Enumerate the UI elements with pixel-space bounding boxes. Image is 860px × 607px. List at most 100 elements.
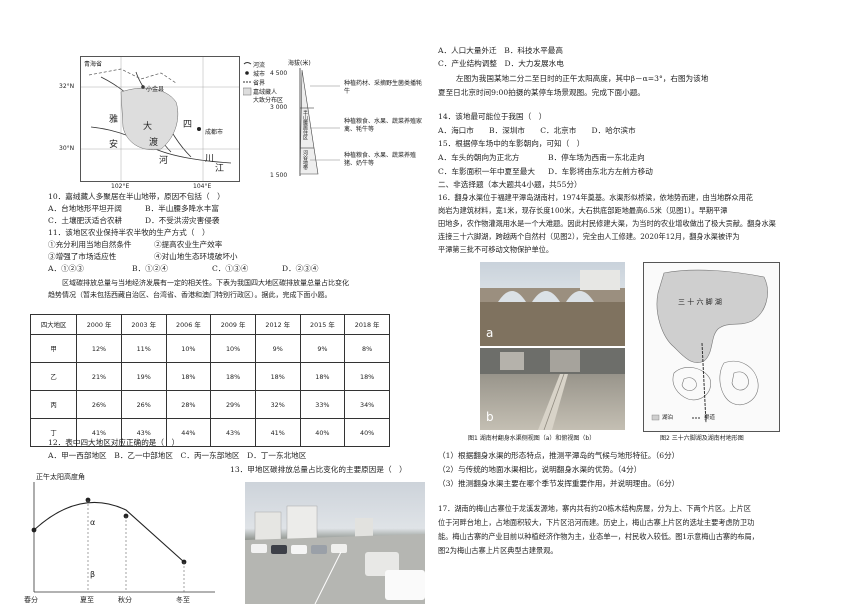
map-label: 江 <box>215 164 225 174</box>
q16-text-3: 田地多，农作物灌溉用水是一个大难题。因此村民修建大渠，为当时的农业增收做出了极大… <box>438 219 776 228</box>
map-label: 四 <box>183 120 193 130</box>
q17-text-2: 位于河畔台地上，占地面积较大，下片区沿河而建。历史上，梅山古寨上片区的选址主要考… <box>438 518 755 527</box>
legend-area-2: 大致分布区 <box>253 97 284 104</box>
table-cell: 44% <box>165 418 212 447</box>
legend-border: 省界 <box>253 80 266 87</box>
table-header-cell: 2003 年 <box>120 314 167 335</box>
sun-intro-1: 左图为我国某地二分二至日时的正午太阳高度，其中β－α=3°，右图为该地 <box>456 74 709 83</box>
table-cell: 乙 <box>29 362 78 391</box>
table-header-cell: 2012 年 <box>254 314 301 335</box>
q16-sub-1: （1）根据翻身水渠的形态特点，推测平潭岛的气候与地形特征。（6分） <box>438 451 680 460</box>
table-cell: 10% <box>210 334 256 363</box>
q13-options-cd[interactable]: C．产业结构调整 D．大力发展水电 <box>438 59 564 68</box>
q17-text-4: 图2为梅山古寨上片区典型古建景观。 <box>438 546 558 555</box>
figure-2-caption: 图2 三十六脚湖及湖南村地形图 <box>660 435 744 442</box>
map-label: 川 <box>205 154 215 164</box>
table-cell: 40% <box>299 418 346 447</box>
sun-chart-beta: β <box>90 570 96 579</box>
alt-zone-2: 半山腰居住区 <box>302 110 308 140</box>
q14-options[interactable]: A．海口市 B．深圳市 C．北京市 D．哈尔滨市 <box>438 126 636 135</box>
parking-lot-photo <box>245 482 425 604</box>
q11-item-3: ③增强了市场适应性 <box>48 252 117 261</box>
map-svg <box>81 57 239 181</box>
q12-stem: 12．表中四大地区对应正确的是（ ） <box>48 438 180 447</box>
q15-option-b[interactable]: B．停车场为西南一东北走向 <box>548 153 645 162</box>
table-cell: 11% <box>120 334 167 363</box>
table-row: 乙 21% 19% 18% 18% 18% 18% 18% <box>29 362 390 391</box>
map-label: 青海省 <box>84 61 103 68</box>
table-cell: 41% <box>254 418 301 447</box>
sun-chart-tick: 春分 <box>24 596 38 604</box>
q15-option-a[interactable]: A．车头的朝向为正北方 <box>438 153 520 162</box>
table-cell: 18% <box>210 362 256 391</box>
lake-map-svg <box>644 263 779 431</box>
q11-option-c[interactable]: C．①③④ <box>212 264 249 273</box>
map-label: 河 <box>159 156 169 166</box>
table-header-cell: 2006 年 <box>165 314 212 335</box>
sun-chart-ylabel: 正午太阳高度角 <box>36 473 85 481</box>
q10-option-c[interactable]: C．土壤肥沃适合农耕 <box>48 216 123 225</box>
q12-options[interactable]: A．甲一西部地区 B．乙一中部地区 C．丙一东部地区 D．丁一东北地区 <box>48 451 307 460</box>
table-header-cell: 2018 年 <box>344 314 390 335</box>
table-cell: 18% <box>165 362 212 391</box>
parking-photo-svg <box>245 505 425 604</box>
table-header-cell: 2009 年 <box>210 314 256 335</box>
table-cell: 41% <box>76 418 122 447</box>
q11-option-d[interactable]: D．②③④ <box>282 264 319 273</box>
table-cell: 40% <box>344 418 390 447</box>
table-cell: 丙 <box>29 390 78 419</box>
q10-option-d[interactable]: D．不受洪涝灾害侵袭 <box>145 216 220 225</box>
map-legend: 河流 城市 省界 嘉绒藏人 大致分布区 <box>243 60 283 116</box>
table-cell: 21% <box>76 362 122 391</box>
table-cell: 18% <box>344 362 390 391</box>
table-header-row: 四大地区 2000 年 2003 年 2006 年 2009 年 2012 年 … <box>29 314 390 335</box>
q11-stem: 11．该地区农业保持半农半牧的生产方式（ ） <box>48 228 210 237</box>
map-label: 104°E <box>193 183 212 190</box>
q16-text-1: 16．翻身水渠位于福建平潭岛湖南村，1974年奠基。水渠形似桥梁，依地势而建，由… <box>438 193 753 202</box>
table-cell: 9% <box>254 334 301 363</box>
q13-options-ab[interactable]: A．人口大量外迁 B．科技水平最高 <box>438 46 563 55</box>
legend-river: 河流 <box>253 62 266 69</box>
legend-lake: 湖泊 <box>662 415 674 421</box>
map-figure: 青海省 32°N 30°N 102°E 104°E 小金县 雅 安 大 渡 河 … <box>59 56 240 190</box>
table-intro-line1: 区域碳排放总量与当地经济发展有一定的相关性。下表为我国四大地区碳排放量总量占比变… <box>62 279 349 287</box>
sun-chart-tick: 秋分 <box>118 596 132 604</box>
q15-option-d[interactable]: D．车影将由东北方左前方移动 <box>548 167 653 176</box>
q10-option-b[interactable]: B．半山腰多降水丰富 <box>145 204 219 213</box>
q11-item-2: ②提高农业生产效率 <box>154 240 223 249</box>
map-label: 渡 <box>149 138 159 148</box>
alt-zone-5: 种植粮食、水果、蔬菜养殖猪、奶牛等 <box>344 152 417 167</box>
lake-map: 三 十 六 脚 湖 湖泊 渠道 <box>643 262 780 432</box>
sun-chart-tick: 夏至 <box>80 596 94 604</box>
q15-option-c[interactable]: C．车影面积一年中夏至最大 <box>438 167 535 176</box>
figure-1-caption: 图1 湖南村翻身水渠侧视图（a）和俯视图（b） <box>468 435 596 442</box>
table-header-cell: 2015 年 <box>299 314 346 335</box>
table-cell: 34% <box>344 390 390 419</box>
q10-stem: 10．嘉绒藏人多聚居在半山地带，原因不包括（ ） <box>48 192 225 201</box>
table-cell: 29% <box>210 390 256 419</box>
aqueduct-side-svg <box>480 270 625 346</box>
table-cell: 10% <box>165 334 212 363</box>
legend-area: 嘉绒藏人 <box>253 89 278 96</box>
section-two-title: 二、非选择题（本大题共4小题，共55分） <box>438 180 582 189</box>
table-cell: 26% <box>120 390 167 419</box>
q15-stem: 15．根据停车场中的车影朝向，可知（ ） <box>438 139 585 148</box>
table-cell: 19% <box>120 362 167 391</box>
alt-zone-4: 河谷地带 <box>302 150 308 170</box>
table-cell: 43% <box>210 418 256 447</box>
q11-option-b[interactable]: B．①②④ <box>132 264 168 273</box>
aqueduct-top-svg <box>480 348 625 430</box>
q11-option-a[interactable]: A．①②③ <box>48 264 84 273</box>
q16-sub-2: （2）与传统的地面水渠相比，说明翻身水渠的优势。（4分） <box>438 465 642 474</box>
aqueduct-side-photo: a <box>480 262 625 346</box>
lake-name: 三 十 六 脚 湖 <box>678 298 722 306</box>
map-label: 雅 <box>109 115 119 125</box>
q16-text-2: 岗岩为建筑材料，宽1米，现存长度100米，大石拱底部距地最高6.5米（见图1）。… <box>438 206 728 215</box>
q10-option-a[interactable]: A．台地地形平坦开阔 <box>48 204 122 213</box>
emission-table: 四大地区 2000 年 2003 年 2006 年 2009 年 2012 年 … <box>29 314 390 447</box>
sun-chart-svg <box>31 482 215 593</box>
q16-text-5: 平潭第三批不可移动文物保护单位。 <box>438 245 554 254</box>
q17-text-1: 17．湖南的梅山古寨位于龙溪发源地，寨内共有约20栋木结构房屋，分为上、下两个片… <box>438 504 751 513</box>
legend-channel: 渠道 <box>704 415 716 421</box>
sun-altitude-chart: 正午太阳高度角 α β 春分 夏至 秋分 冬至 <box>24 470 220 605</box>
